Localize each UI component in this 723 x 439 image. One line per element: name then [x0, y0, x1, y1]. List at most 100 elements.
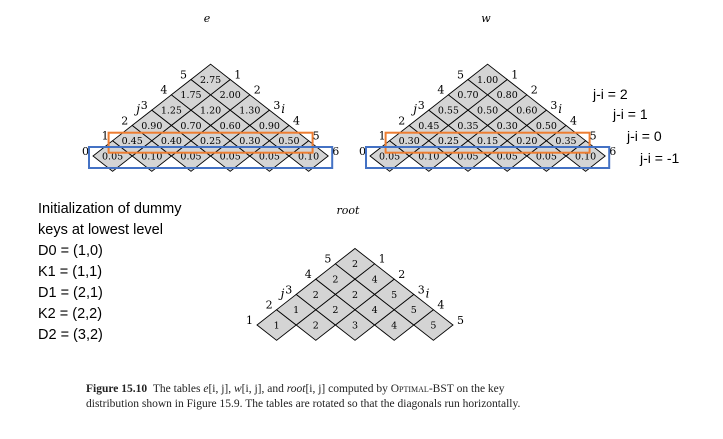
w-left-index-label: 5 — [457, 68, 464, 81]
w-cell-value: 0.20 — [516, 136, 537, 147]
e-cell-value: 1.20 — [200, 106, 221, 117]
root-table-title: root — [337, 204, 361, 217]
caption-text: The tables — [152, 383, 204, 395]
w-cell-value: 0.45 — [418, 121, 439, 132]
e-right-index-label: 2 — [254, 84, 261, 97]
e-right-index-label: 3 — [273, 99, 280, 112]
w-cell-value: 0.35 — [457, 121, 478, 132]
root-right-index-label: 3 — [418, 283, 425, 296]
w-cell-value: 0.50 — [536, 121, 557, 132]
caption-text: on the key — [453, 383, 505, 395]
caption-line2: distribution shown in Figure 15.9. The t… — [86, 398, 521, 410]
e-cell-value: 0.90 — [259, 121, 280, 132]
e-right-index-label: 5 — [313, 130, 320, 143]
root-right-index-label: 2 — [398, 268, 405, 281]
e-cell-value: 0.45 — [122, 136, 143, 147]
w-cell-value: 0.05 — [457, 151, 478, 162]
e-left-index-label: 1 — [102, 130, 109, 143]
e-cell-value: 0.60 — [220, 121, 241, 132]
w-cell-value: 0.80 — [497, 90, 518, 101]
figure-caption: Figure 15.10 The tables e[i, j], w[i, j]… — [86, 382, 686, 412]
root-cell-value: 2 — [332, 305, 338, 316]
init-heading-line2: keys at lowest level — [38, 222, 163, 238]
e-cell-value: 0.10 — [141, 151, 162, 162]
w-right-index-label: 2 — [531, 84, 538, 97]
root-cell-value: 4 — [372, 305, 378, 316]
root-table-cell — [334, 247, 376, 280]
w-cell-value: 0.05 — [379, 151, 400, 162]
init-heading-line1: Initialization of dummy — [38, 201, 182, 217]
root-cell-value: 5 — [430, 320, 436, 331]
w-right-index-label: 5 — [590, 130, 597, 143]
init-item: D2 = (3,2) — [38, 327, 103, 343]
root-i-axis-label: i — [426, 286, 430, 300]
e-left-index-label: 2 — [121, 114, 128, 127]
e-left-index-label: 4 — [160, 84, 167, 97]
w-cell-value: 0.50 — [477, 106, 498, 117]
e-cell-value: 1.30 — [239, 106, 260, 117]
diagonal-level-label: j-i = -1 — [639, 150, 680, 166]
e-row0-highlight-box — [88, 146, 334, 169]
e-cell-value: 0.25 — [200, 136, 221, 147]
w-cell-value: 0.30 — [399, 136, 420, 147]
root-cell-value: 2 — [352, 290, 358, 301]
root-cell-value: 5 — [391, 290, 397, 301]
w-cell-value: 0.25 — [438, 136, 459, 147]
e-cell-value: 0.05 — [180, 151, 201, 162]
e-cell-value: 0.90 — [141, 121, 162, 132]
e-table-title: e — [204, 12, 211, 25]
e-cell-value: 0.05 — [102, 151, 123, 162]
root-right-index-label: 1 — [379, 253, 386, 266]
caption-figure-number: Figure 15.10 — [86, 383, 148, 395]
w-table-title: w — [481, 12, 491, 25]
w-row0-highlight-box — [365, 146, 611, 169]
caption-text: [i, j] computed by — [305, 383, 391, 395]
e-right-index-label: 6 — [332, 145, 339, 158]
e-right-index-label: 1 — [234, 68, 241, 81]
init-item: D1 = (2,1) — [38, 285, 103, 301]
e-table-cell — [190, 63, 231, 96]
root-cell-value: 5 — [411, 305, 417, 316]
root-j-axis-label: j — [278, 286, 285, 300]
caption-algorithm: Optimal-BST — [390, 383, 454, 395]
root-left-index-label: 3 — [285, 283, 292, 296]
w-left-index-label: 2 — [398, 114, 405, 127]
w-cell-value: 0.30 — [497, 121, 518, 132]
w-left-index-label: 3 — [418, 99, 425, 112]
caption-var-e: e — [203, 383, 209, 395]
root-cell-value: 2 — [313, 290, 319, 301]
w-cell-value: 0.10 — [418, 151, 439, 162]
diagonal-level-label: j-i = 2 — [592, 86, 628, 102]
e-cell-value: 0.50 — [278, 136, 299, 147]
diagonal-level-label: j-i = 0 — [626, 128, 662, 144]
e-cell-value: 2.75 — [200, 75, 221, 86]
diagonal-level-label: j-i = 1 — [612, 106, 648, 122]
e-right-index-label: 4 — [293, 114, 300, 127]
root-cell-value: 1 — [274, 320, 280, 331]
e-cell-value: 1.25 — [161, 106, 182, 117]
caption-text: [i, j], and — [241, 383, 287, 395]
root-cell-value: 4 — [372, 275, 378, 286]
init-item: D0 = (1,0) — [38, 243, 103, 259]
init-item: K2 = (2,2) — [38, 306, 103, 322]
root-right-index-label: 5 — [457, 314, 464, 327]
w-cell-value: 0.05 — [536, 151, 557, 162]
e-cell-value: 0.05 — [220, 151, 241, 162]
initialization-notes: Initialization of dummy keys at lowest l… — [38, 199, 181, 346]
root-cell-value: 1 — [293, 305, 299, 316]
w-right-index-label: 4 — [570, 114, 577, 127]
caption-text: [i, j], — [208, 383, 234, 395]
e-cell-value: 0.70 — [180, 121, 201, 132]
w-left-index-label: 1 — [379, 130, 386, 143]
caption-line1: Figure 15.10 The tables e[i, j], w[i, j]… — [86, 382, 686, 397]
e-left-index-label: 0 — [82, 145, 89, 158]
w-cell-value: 0.15 — [477, 136, 498, 147]
e-cell-value: 1.75 — [180, 90, 201, 101]
root-cell-value: 4 — [391, 320, 397, 331]
root-cell-value: 2 — [332, 275, 338, 286]
w-right-index-label: 1 — [511, 68, 518, 81]
e-cell-value: 0.40 — [161, 136, 182, 147]
w-cell-value: 0.60 — [516, 106, 537, 117]
caption-var-root: root — [286, 383, 306, 395]
